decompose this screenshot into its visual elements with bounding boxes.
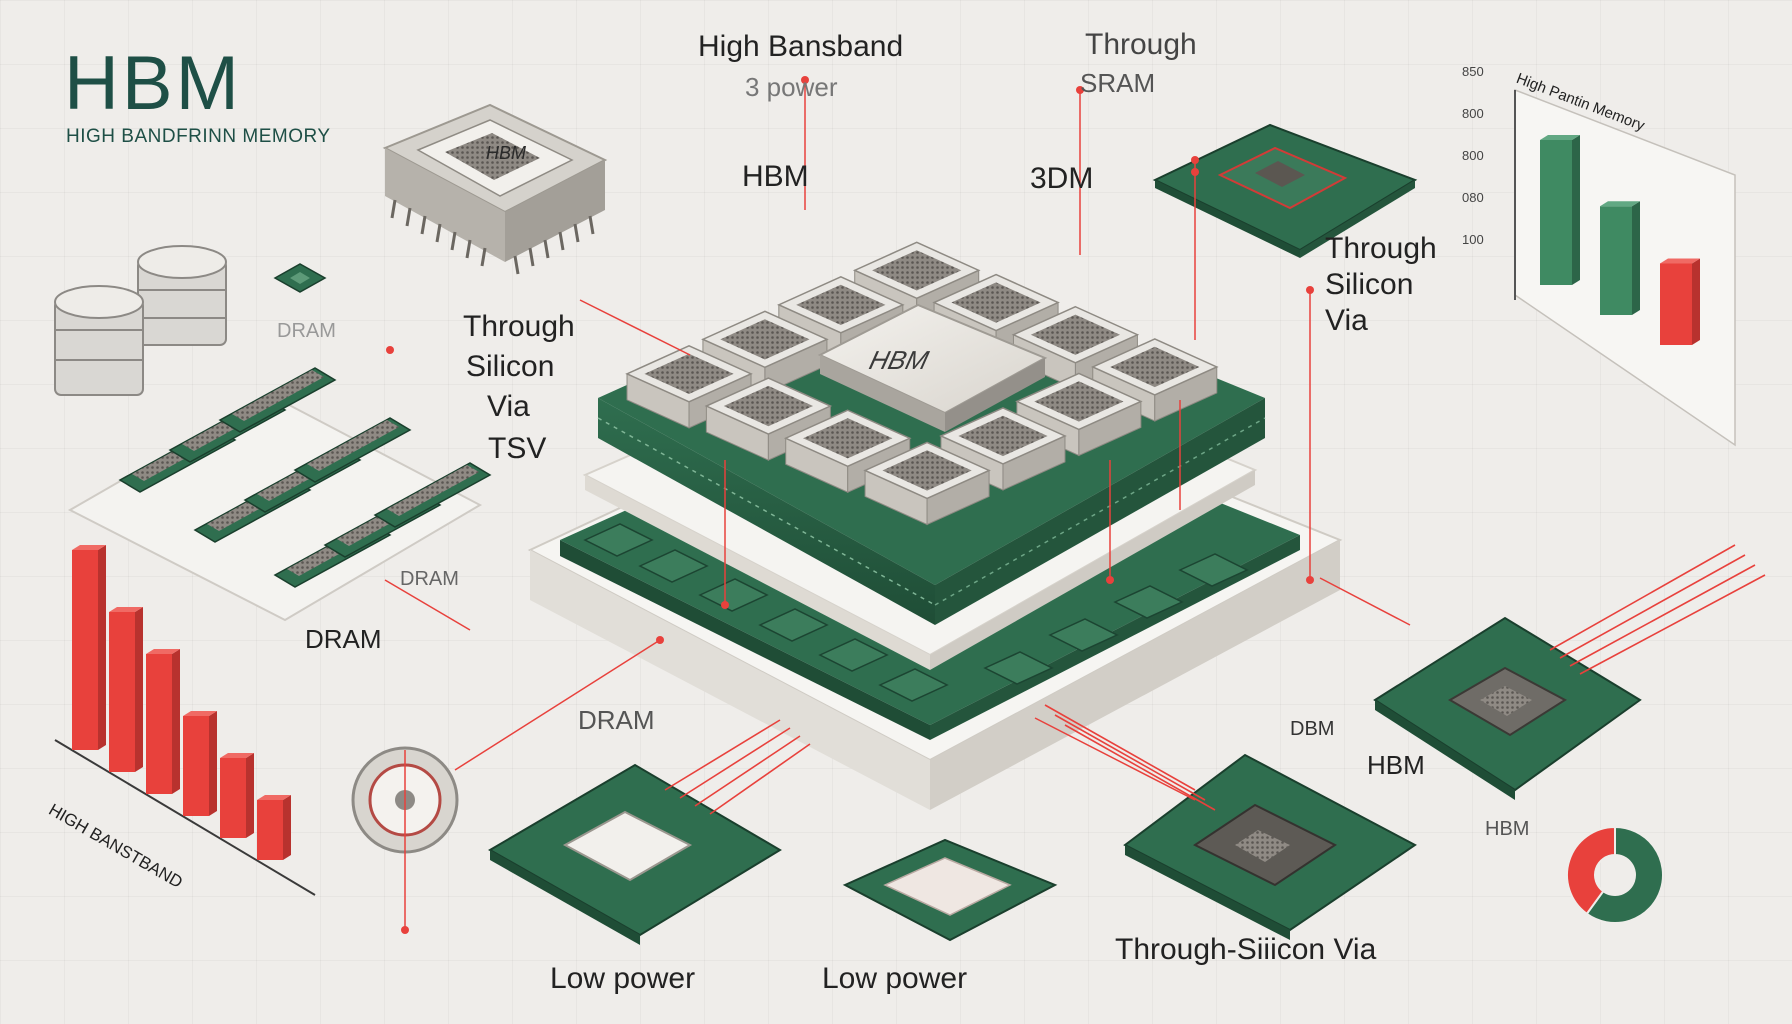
- center-hbm-chip: [817, 303, 1048, 432]
- coin-stacks: [54, 245, 227, 396]
- label-dram-mid: DRAM: [400, 568, 459, 590]
- dram-stick: [373, 462, 492, 528]
- right-bar: [1600, 201, 1640, 315]
- label-dram-left: DRAM: [305, 624, 382, 654]
- right-chart-tick: 080: [1462, 190, 1484, 205]
- left-bar: [183, 711, 217, 816]
- label-tsv-right-2: Silicon: [1325, 268, 1414, 301]
- low-power-board-1: [487, 763, 782, 945]
- right-chart-tick: 850: [1462, 64, 1484, 79]
- label-through-left-2: Silicon: [466, 350, 555, 383]
- donut-slice: [1566, 825, 1616, 916]
- chip-center-label: HBM: [866, 345, 932, 375]
- label-dram-lower: DRAM: [578, 705, 655, 735]
- right-chart-tick: 800: [1462, 106, 1484, 121]
- label-through-left-3: Via: [487, 390, 530, 423]
- label-tsv-left: TSV: [488, 432, 547, 465]
- label-hbm-far-right: HBM: [1485, 818, 1530, 840]
- label-sram: SRAM: [1080, 68, 1156, 98]
- page-subtitle: HIGH BANDFRINN MEMORY: [66, 126, 331, 147]
- left-bar: [146, 649, 180, 794]
- left-bar-chart: [54, 545, 316, 896]
- dram-stick: [218, 367, 337, 433]
- red-bus-lines: [664, 544, 1766, 815]
- donut-slice: [1585, 825, 1664, 924]
- label-hbm-lower-right: HBM: [1367, 750, 1425, 780]
- memory-dies: [625, 241, 1219, 526]
- memory-die: [939, 407, 1067, 491]
- lower-board-chips: [583, 523, 1249, 702]
- dram-module-board: [67, 367, 492, 622]
- label-through-left-1: Through: [463, 310, 575, 343]
- label-tsv-right-3: Via: [1325, 304, 1368, 337]
- top-right-chip-board: [1152, 123, 1418, 258]
- bottom-right-board: [1123, 753, 1417, 940]
- page-title: HBM: [64, 41, 242, 126]
- memory-die: [863, 441, 991, 526]
- label-3dm: 3DM: [1030, 162, 1094, 195]
- right-chart-tick: 800: [1462, 148, 1484, 163]
- label-dbm: DBM: [1290, 718, 1335, 740]
- left-bar: [257, 795, 291, 860]
- label-tsv-right-1: Through: [1325, 232, 1437, 265]
- right-bar: [1540, 135, 1580, 285]
- low-power-board-2: [842, 838, 1058, 942]
- dram-stick: [293, 417, 412, 483]
- label-dram-small: DRAM: [277, 320, 336, 342]
- label-low-power-1: Low power: [550, 962, 696, 995]
- right-board: [1373, 616, 1642, 800]
- left-bar: [109, 607, 143, 772]
- label-hbm-upper: HBM: [742, 160, 809, 193]
- chip-top-left-label: HBM: [486, 143, 526, 163]
- label-high-bandwidth: High Bansband: [698, 30, 904, 63]
- label-tsv-bottom: Through-Siiicon Via: [1115, 933, 1377, 966]
- label-3d-power: 3 power: [745, 72, 838, 102]
- left-bar: [220, 753, 254, 838]
- memory-die: [1015, 372, 1143, 457]
- signal-dots: [386, 76, 1314, 934]
- right-chart-tick: 100: [1462, 232, 1484, 247]
- small-green-chip: [273, 263, 327, 293]
- right-bar: [1660, 258, 1700, 345]
- top-left-package: [382, 103, 608, 275]
- label-low-power-2: Low power: [822, 962, 968, 995]
- donut-chart: [1566, 825, 1664, 924]
- left-bar: [72, 545, 106, 750]
- signal-lines: [384, 80, 1411, 930]
- label-through-top: Through: [1085, 28, 1197, 61]
- right-bar-chart: [1514, 88, 1736, 447]
